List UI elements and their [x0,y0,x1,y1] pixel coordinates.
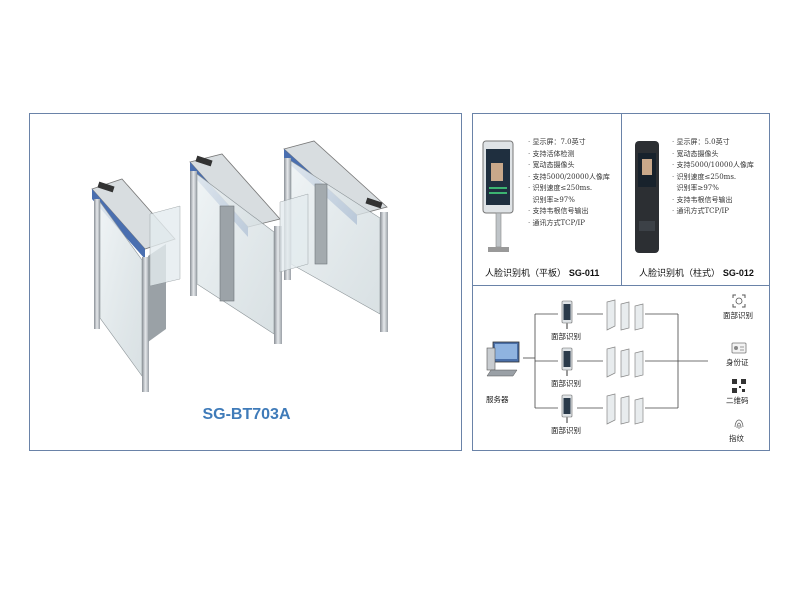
face-recognition-label: 面部识别 [551,379,581,388]
qr-code-icon [732,379,746,393]
server-computer-icon [486,341,520,377]
turnstile-cabinet-3 [283,140,388,332]
swing-gate-glass [279,193,309,273]
features-panel: · 显示屏：7.0英寸 · 支持活体检测 · 宽动态摄像头 · 支持5000/2… [472,113,770,451]
turnstile-illustration [91,140,388,392]
face-scan-icon [732,294,746,308]
method-label: 指纹 [729,434,744,443]
method-label: 身份证 [726,358,749,367]
face-terminal-icon [561,394,573,423]
id-card-icon [731,342,747,354]
section-divider [621,114,622,285]
server-label: 服务器 [486,395,509,404]
product-image-panel: SG-BT703A [29,113,462,451]
model-name: SG-BT703A [202,406,291,423]
method-label: 面部识别 [723,311,753,320]
pillar-caption: 人脸识别机（柱式） SG-012 [639,268,754,279]
face-terminal-icon [561,347,573,376]
diagram-connectors [523,313,708,409]
swing-gate-glass [149,205,181,287]
pillar-spec-list: · 显示屏：5.0英寸 · 宽动态摄像头 · 支持5000/10000人像库 ·… [672,138,754,215]
gate-icon [606,299,644,331]
pillar-terminal-icon [635,141,659,253]
gate-icon [606,393,644,425]
face-terminal-icon [561,300,573,329]
fingerprint-icon [734,419,744,429]
turnstile-cabinet-2 [189,153,282,344]
tablet-spec-list: · 显示屏：7.0英寸 · 支持活体检测 · 宽动态摄像头 · 支持5000/2… [528,138,610,227]
gate-icon [606,346,644,378]
method-label: 二维码 [726,396,749,405]
face-recognition-label: 面部识别 [551,332,581,341]
tablet-caption: 人脸识别机（平板） SG-011 [485,268,600,279]
tablet-terminal-icon [482,140,514,252]
face-recognition-label: 面部识别 [551,426,581,435]
section-divider [473,285,769,286]
